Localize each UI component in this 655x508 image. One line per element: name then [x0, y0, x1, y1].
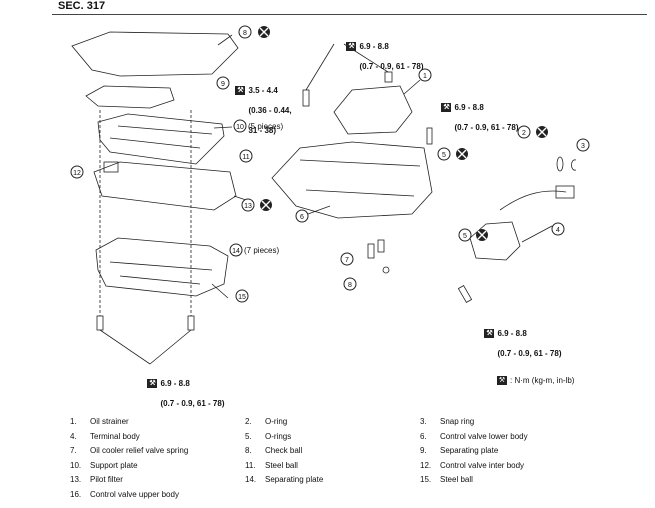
callout-label: 13 [244, 203, 252, 210]
callout-4 [551, 222, 565, 236]
callout-7 [340, 252, 354, 266]
callout-11 [233, 119, 247, 133]
callout-8 [343, 277, 357, 291]
callout-label: 15 [238, 294, 246, 301]
part-item: 16.Control valve upper body [70, 489, 179, 499]
callout-14 [241, 198, 272, 212]
part-item: 2.O-ring [245, 417, 288, 426]
callout-label: 14 [232, 248, 240, 255]
torque-spec-bottom: ⚒6.9 - 8.8 (0.7 - 0.9, 61 - 78) [147, 379, 225, 408]
note-11-count: (5 pieces) [248, 122, 284, 131]
callout-label: 10 [236, 124, 244, 131]
part-item: 6.Control valve lower body [420, 431, 528, 441]
callout-label: 8 [348, 282, 352, 289]
part-item: 8.Check ball [245, 446, 303, 455]
terminal-body-4 [469, 221, 521, 261]
part-item: 5.O-rings [245, 431, 292, 441]
callout-2 [517, 125, 548, 139]
callout-label: 11 [242, 154, 249, 161]
callout-9 [238, 25, 270, 39]
parts-row: 1.Oil strainer 2.O-ring 3.Snap ring [70, 417, 630, 432]
callout-label: 8 [243, 30, 247, 37]
parts-list: 1.Oil strainer 2.O-ring 3.Snap ring 4.Te… [70, 417, 630, 504]
inter-body-12 [97, 113, 225, 165]
pilot-filter-13 [103, 161, 119, 173]
support-plate-10 [85, 85, 175, 109]
part-item: 1.Oil strainer [70, 417, 129, 426]
separating-plate-14 [93, 161, 237, 211]
torque-spec-top-center: ⚒6.9 - 8.8 (0.7 - 0.9, 61 - 78) [346, 42, 424, 71]
torque-wrench-icon: ⚒ [441, 103, 452, 112]
callout-label: 12 [73, 170, 81, 177]
part-item: 7.Oil cooler relief valve spring [70, 446, 189, 455]
torque-wrench-icon: ⚒ [484, 329, 495, 338]
part-item: 3.Snap ring [420, 417, 475, 426]
callout-16 [235, 289, 249, 303]
upper-body-16 [95, 237, 229, 297]
part-item: 4.Terminal body [70, 431, 140, 441]
callout-label: 9 [221, 81, 225, 88]
callout-label: 5 [463, 233, 467, 240]
diagram-frame [52, 14, 647, 403]
torque-units-legend: ⚒: N·m (kg-m, in-lb) [497, 376, 575, 385]
torque-spec-lower-right: ⚒6.9 - 8.8 (0.7 - 0.9, 61 - 78) [484, 329, 562, 358]
torque-spec-right: ⚒6.9 - 8.8 (0.7 - 0.9, 61 - 78) [441, 103, 519, 132]
oil-strainer-1 [333, 85, 413, 135]
section-label: SEC. 317 [58, 0, 106, 12]
snap-ring-3 [571, 159, 577, 171]
callout-3 [576, 138, 590, 152]
callout-1 [418, 68, 432, 82]
callout-6 [295, 209, 309, 223]
callout-5a [437, 147, 468, 161]
lower-body-6 [271, 141, 433, 219]
part-item: 12.Control valve inter body [420, 460, 525, 470]
callout-label: 3 [581, 143, 585, 150]
parts-row: 13.Pilot filter 14.Separating plate 15.S… [70, 475, 630, 490]
part-item: 14.Separating plate [245, 475, 324, 484]
callout-label: 5 [442, 152, 446, 159]
callout-label: 4 [556, 227, 560, 234]
callout-12 [239, 149, 253, 163]
parts-row: 10.Support plate 11.Steel ball 12.Contro… [70, 461, 630, 476]
part-item: 11.Steel ball [245, 460, 298, 470]
callout-15 [229, 243, 243, 257]
note-15-count: (7 pieces) [244, 246, 280, 255]
callout-label: 2 [522, 130, 526, 137]
callout-label: 7 [345, 257, 349, 264]
torque-wrench-icon: ⚒ [147, 379, 158, 388]
exploded-view-diagram: 8 9 10 11 12 13 14 15 1 2 3 4 5 5 6 7 8 [70, 25, 590, 365]
torque-wrench-icon: ⚒ [235, 86, 246, 95]
separating-plate-9 [71, 31, 239, 77]
torque-wrench-icon: ⚒ [497, 376, 507, 385]
part-item: 10.Support plate [70, 460, 138, 470]
callout-5b [458, 228, 488, 242]
parts-row: 7.Oil cooler relief valve spring 8.Check… [70, 446, 630, 461]
parts-row: 16.Control valve upper body [70, 490, 630, 505]
part-item: 15.Steel ball [420, 475, 473, 484]
parts-row: 4.Terminal body 5.O-rings 6.Control valv… [70, 432, 630, 447]
callout-13 [70, 165, 84, 179]
callout-10 [216, 76, 230, 90]
torque-spec-upper-left: ⚒3.5 - 4.4 (0.36 - 0.44, 31 - 38) [235, 86, 292, 135]
callout-label: 6 [300, 214, 304, 221]
torque-wrench-icon: ⚒ [346, 42, 357, 51]
callout-label: 1 [423, 73, 427, 80]
o-ring-2 [556, 156, 564, 172]
part-item: 9.Separating plate [420, 446, 499, 455]
part-item: 13.Pilot filter [70, 475, 123, 484]
